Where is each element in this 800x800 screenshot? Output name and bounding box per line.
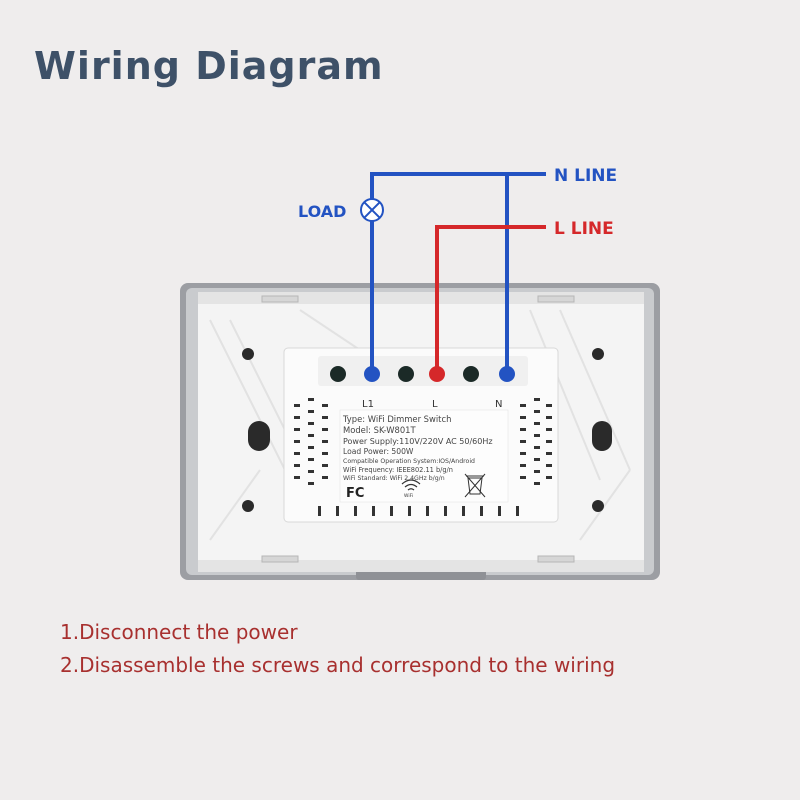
load-label: LOAD <box>298 202 346 221</box>
terminal-label-n: N <box>495 399 502 410</box>
l-line-label: L LINE <box>554 219 614 239</box>
bottom-vents <box>318 506 519 516</box>
terminal-label-l: L <box>432 399 438 410</box>
weee-bin-icon <box>464 473 486 498</box>
terminal-screw-1 <box>330 366 346 382</box>
wifi-mark: WiFi <box>404 493 413 499</box>
spec-wifi-frequency: WiFi Frequency: IEEE802.11 b/g/n <box>343 466 453 474</box>
spec-compatible: Compatible Operation System:IOS/Android <box>343 458 475 465</box>
mount-holes <box>242 348 612 512</box>
terminal-screw-3 <box>398 366 414 382</box>
spec-label: Type: WiFi Dimmer Switch Model: SK-W801T… <box>339 409 509 503</box>
instruction-step-1: 1.Disconnect the power <box>60 620 298 644</box>
l-line-wire <box>435 225 546 374</box>
certification-marks: FC WiFi <box>346 473 486 501</box>
wifi-icon <box>401 479 421 491</box>
n-line-label: N LINE <box>554 166 617 186</box>
spec-power-supply: Power Supply:110V/220V AC 50/60Hz <box>343 437 493 446</box>
terminal-screw-5 <box>463 366 479 382</box>
instruction-step-2: 2.Disassemble the screws and correspond … <box>60 653 616 677</box>
spec-model: Model: SK-W801T <box>343 425 417 435</box>
vent-slots <box>294 398 552 485</box>
load-lamp-icon <box>360 198 384 222</box>
spec-load-power: Load Power: 500W <box>343 447 414 456</box>
page-title: Wiring Diagram <box>34 44 384 88</box>
spec-type: Type: WiFi Dimmer Switch <box>342 414 451 424</box>
terminal-label-l1: L1 <box>362 399 374 410</box>
spec-wifi-standard: WiFi Standard: WiFi 2.4GHz b/g/n <box>343 475 445 482</box>
n-line-wire <box>370 172 546 374</box>
fc-mark: FC <box>346 486 364 501</box>
clip-tabs <box>261 295 575 563</box>
